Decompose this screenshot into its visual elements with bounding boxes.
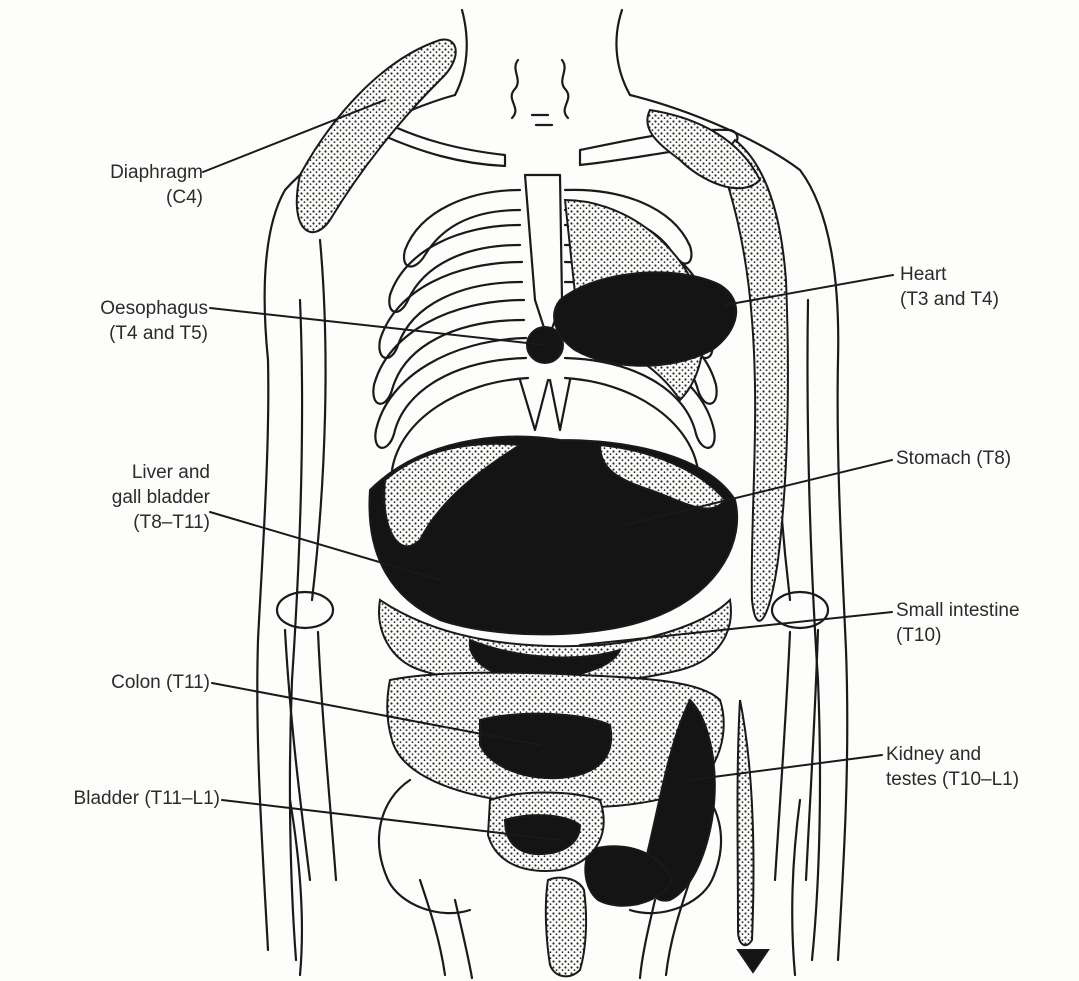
label-stomach-name: Stomach (T8) bbox=[896, 446, 1011, 471]
label-small-intestine: Small intestine (T10) bbox=[896, 598, 1020, 648]
down-arrow-icon bbox=[738, 950, 768, 972]
label-heart: Heart (T3 and T4) bbox=[900, 262, 999, 312]
ribs-left bbox=[373, 190, 528, 470]
arm-inner-left bbox=[290, 300, 302, 960]
label-diaphragm: Diaphragm (C4) bbox=[20, 160, 203, 210]
label-colon: Colon (T11) bbox=[20, 670, 210, 695]
femur-left bbox=[420, 880, 445, 975]
label-diaphragm-name: Diaphragm bbox=[20, 160, 203, 185]
neck-left-outline bbox=[455, 10, 467, 95]
label-liver-name: Liver and bbox=[20, 460, 210, 485]
label-oesophagus: Oesophagus (T4 and T5) bbox=[20, 296, 208, 346]
label-heart-name: Heart bbox=[900, 262, 999, 287]
label-oesophagus-level: (T4 and T5) bbox=[20, 321, 208, 346]
leader-oesophagus bbox=[210, 308, 545, 345]
label-kidney: Kidney and testes (T10–L1) bbox=[886, 742, 1019, 792]
neck-right-outline bbox=[616, 10, 630, 95]
label-liver-level: (T8–T11) bbox=[20, 510, 210, 535]
label-bladder-name: Bladder (T11–L1) bbox=[6, 786, 220, 811]
heart-organ bbox=[554, 272, 736, 365]
diaphragm-area bbox=[297, 40, 456, 233]
label-liver-name-2: gall bladder bbox=[20, 485, 210, 510]
label-diaphragm-level: (C4) bbox=[20, 185, 203, 210]
label-stomach: Stomach (T8) bbox=[896, 446, 1011, 471]
label-small-intestine-level: (T10) bbox=[896, 623, 1020, 648]
elbow-left bbox=[277, 592, 333, 628]
label-small-intestine-name: Small intestine bbox=[896, 598, 1020, 623]
leader-kidney bbox=[690, 755, 882, 780]
label-kidney-name: Kidney and bbox=[886, 742, 1019, 767]
spine-cervical bbox=[512, 60, 518, 118]
label-bladder: Bladder (T11–L1) bbox=[6, 786, 220, 811]
label-liver: Liver and gall bladder (T8–T11) bbox=[20, 460, 210, 535]
label-colon-name: Colon (T11) bbox=[20, 670, 210, 695]
label-heart-level: (T3 and T4) bbox=[900, 287, 999, 312]
groin-area bbox=[546, 878, 586, 977]
label-kidney-level: testes (T10–L1) bbox=[886, 767, 1019, 792]
label-oesophagus-name: Oesophagus bbox=[20, 296, 208, 321]
